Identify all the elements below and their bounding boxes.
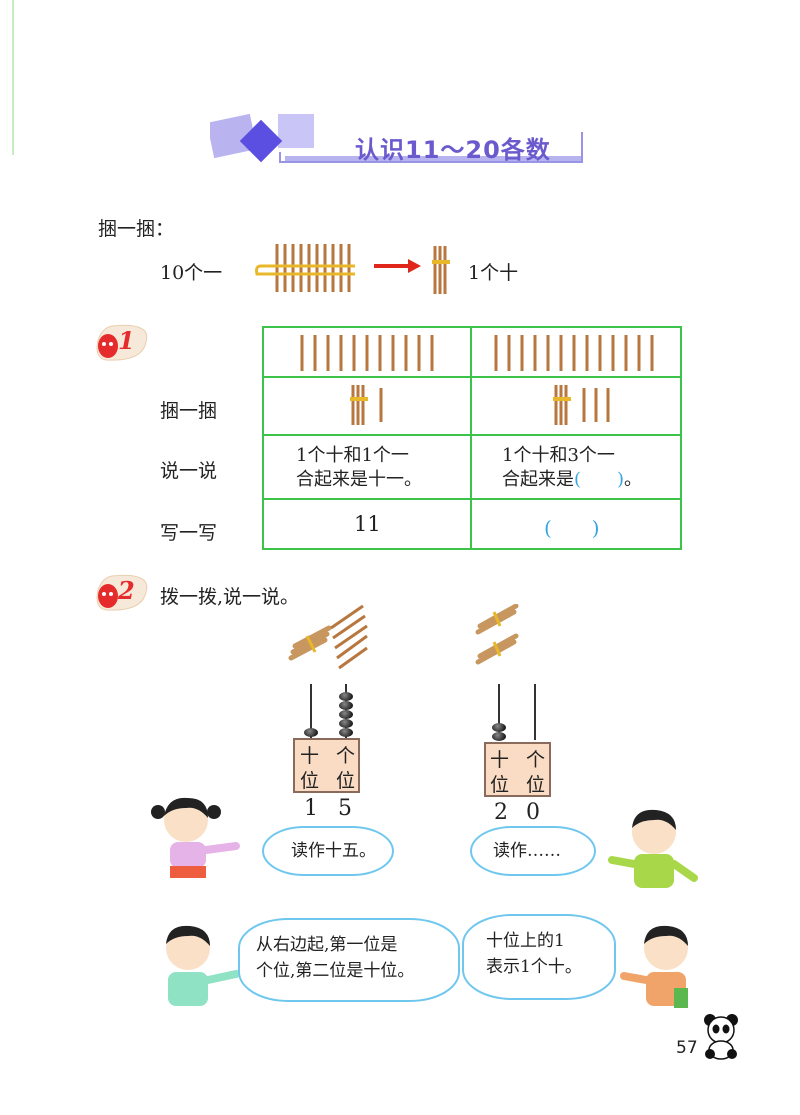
boy-pointing-character-icon	[166, 925, 240, 1006]
col1-say-line2: 合起来是十一。	[296, 469, 422, 490]
bubble-tens-line2: 表示1个十。	[486, 957, 582, 977]
answer-blank[interactable]: ( )	[574, 469, 625, 490]
abacus-bead[interactable]	[339, 719, 353, 728]
col1-write-value: 11	[354, 512, 381, 536]
col2-say-end: 。	[624, 469, 643, 490]
bubble-boy-text: 读作……	[493, 841, 561, 861]
bubble-place-line1: 从右边起,第一位是	[256, 935, 398, 955]
abacus-bead[interactable]	[304, 728, 318, 737]
bubble-place-line2: 个位,第二位是十位。	[256, 961, 415, 981]
speech-bubble-girl	[262, 826, 394, 876]
speech-bubble-boy	[470, 826, 596, 876]
speech-bubble-place-value	[238, 918, 460, 1002]
margin-line	[12, 0, 14, 155]
ones-rod	[534, 684, 536, 740]
title-banner	[210, 113, 583, 163]
tens-label-bottom: 位	[490, 774, 510, 796]
abacus-base-left	[293, 738, 360, 793]
tens-label-bottom: 位	[300, 770, 320, 792]
col2-say-line1: 1个十和3个一	[502, 445, 615, 466]
col2-say-prefix: 合起来是	[502, 469, 574, 490]
exercise-number-1-icon	[96, 324, 148, 361]
abacus-bead[interactable]	[339, 710, 353, 719]
ones-digit: 0	[526, 800, 540, 825]
boy-character-icon	[608, 809, 698, 888]
exercise-number-2-icon	[96, 574, 148, 611]
intro-label: 捆一捆：	[98, 218, 175, 240]
ones-label-top: 个	[526, 749, 546, 771]
bundle-and-five-sticks-icon	[288, 604, 368, 670]
eleven-sticks-icon	[300, 335, 434, 371]
tens-digit: 2	[494, 800, 508, 825]
exercise-1-table	[262, 326, 682, 550]
panda-icon	[704, 1014, 738, 1060]
col2-write-blank[interactable]: ( )	[544, 516, 600, 540]
table-row-line	[262, 376, 682, 378]
two-bundles-icon	[475, 604, 519, 665]
table-row-line	[262, 434, 682, 436]
abacus-bead[interactable]	[339, 728, 353, 737]
abacus-base-right	[484, 742, 551, 797]
ones-digit: 5	[338, 796, 352, 821]
bundle-and-three-icon	[553, 385, 610, 425]
ones-label-bottom: 位	[526, 774, 546, 796]
page-number: 57	[676, 1038, 698, 1058]
abacus-bead[interactable]	[492, 723, 506, 732]
ones-label-bottom: 位	[336, 770, 356, 792]
bubble-tens-line1: 十位上的1	[486, 931, 565, 951]
intro-left-text: 10个一	[160, 262, 223, 284]
intro-right-text: 1个十	[468, 262, 519, 284]
tens-digit: 1	[304, 796, 318, 821]
abacus-bead[interactable]	[339, 701, 353, 710]
bundle-and-one-icon	[350, 385, 383, 425]
abacus-bead[interactable]	[492, 732, 506, 741]
page-title: 认识11～20各数	[355, 136, 551, 164]
exercise-1-number: 1	[118, 326, 135, 355]
ones-label-top: 个	[336, 745, 356, 767]
tens-label-top: 十	[490, 749, 510, 771]
table-row-line	[262, 498, 682, 500]
exercise-2-number: 2	[118, 576, 135, 605]
girl-character-icon	[151, 797, 240, 878]
boy-with-book-character-icon	[620, 925, 688, 1008]
exercise-2-instruction: 拨一拨,说一说。	[160, 586, 300, 608]
row-label-bundle: 捆一捆	[160, 400, 218, 422]
thirteen-sticks-icon	[494, 335, 654, 371]
table-divider	[470, 326, 472, 550]
tens-label-top: 十	[300, 745, 320, 767]
tens-rod	[498, 684, 500, 740]
abacus-bead[interactable]	[339, 692, 353, 701]
row-label-say: 说一说	[160, 460, 218, 482]
col2-say-line2: 合起来是( )。	[502, 468, 642, 492]
bundle-icon	[432, 246, 450, 294]
col1-say-line1: 1个十和1个一	[296, 445, 409, 466]
arrow-right-icon	[374, 259, 421, 273]
speech-bubble-tens	[462, 914, 616, 1000]
tens-rod	[310, 684, 312, 740]
bubble-girl-text: 读作十五。	[291, 841, 376, 861]
ten-sticks-icon	[255, 244, 355, 292]
row-label-write: 写一写	[160, 522, 218, 544]
